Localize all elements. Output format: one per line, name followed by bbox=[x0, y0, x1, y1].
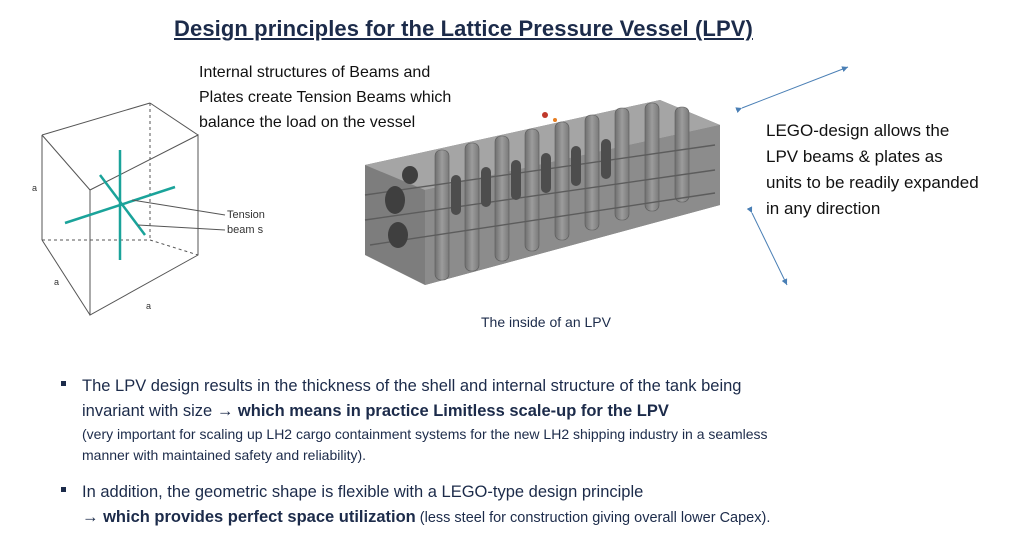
arrow-vertical-icon bbox=[746, 206, 788, 286]
lego-line: LEGO-design allows the bbox=[766, 121, 950, 140]
vessel-caption: The inside of an LPV bbox=[481, 314, 611, 330]
tension-beam bbox=[64, 185, 176, 225]
lego-line: in any direction bbox=[766, 199, 881, 218]
tension-beam bbox=[99, 174, 146, 236]
arrow-horizontal-icon bbox=[735, 66, 849, 113]
bullet-line: → which provides perfect space utilizati… bbox=[82, 505, 1010, 531]
intro-line: balance the load on the vessel bbox=[199, 114, 416, 131]
bullet-line: In addition, the geometric shape is flex… bbox=[82, 483, 644, 501]
bullet-line: invariant with size → which means in pra… bbox=[82, 399, 1010, 424]
bullet-list: The LPV design results in the thickness … bbox=[60, 374, 1010, 531]
bullet-text: invariant with size bbox=[82, 402, 217, 420]
bullet-emphasis: which means in practice Limitless scale-… bbox=[237, 402, 669, 420]
arrow-icon: → bbox=[216, 402, 238, 420]
lego-line: units to be readily expanded bbox=[766, 173, 979, 192]
tension-beams-cube-diagram: Tension beam s a a a bbox=[32, 102, 265, 316]
lattice-vessel-illustration bbox=[364, 100, 720, 285]
tension-label: beam s bbox=[227, 224, 264, 236]
tension-label: Tension bbox=[227, 209, 265, 221]
lego-design-text: LEGO-design allows the LPV beams & plate… bbox=[766, 118, 1016, 222]
bullet-note: manner with maintained safety and reliab… bbox=[82, 447, 367, 463]
bullet-item: In addition, the geometric shape is flex… bbox=[60, 480, 1010, 531]
bullet-line: The LPV design results in the thickness … bbox=[82, 377, 742, 395]
intro-text: Internal structures of Beams and Plates … bbox=[199, 60, 499, 135]
side-label: a bbox=[54, 277, 59, 287]
intro-line: Plates create Tension Beams which bbox=[199, 89, 452, 106]
bullet-emphasis: which provides perfect space utilization bbox=[103, 508, 416, 526]
slide-title: Design principles for the Lattice Pressu… bbox=[174, 16, 753, 41]
bullet-item: The LPV design results in the thickness … bbox=[60, 374, 1010, 466]
bullet-note: (very important for scaling up LH2 cargo… bbox=[82, 426, 768, 442]
intro-line: Internal structures of Beams and bbox=[199, 64, 431, 81]
side-label: a bbox=[32, 183, 37, 193]
side-label: a bbox=[146, 301, 151, 311]
bullet-marker-icon bbox=[61, 381, 66, 386]
expansion-arrows bbox=[735, 66, 849, 286]
lego-line: LPV beams & plates as bbox=[766, 147, 943, 166]
bullet-marker-icon bbox=[61, 487, 66, 492]
arrow-icon: → bbox=[82, 508, 104, 526]
bullet-text: (less steel for construction giving over… bbox=[415, 510, 771, 526]
